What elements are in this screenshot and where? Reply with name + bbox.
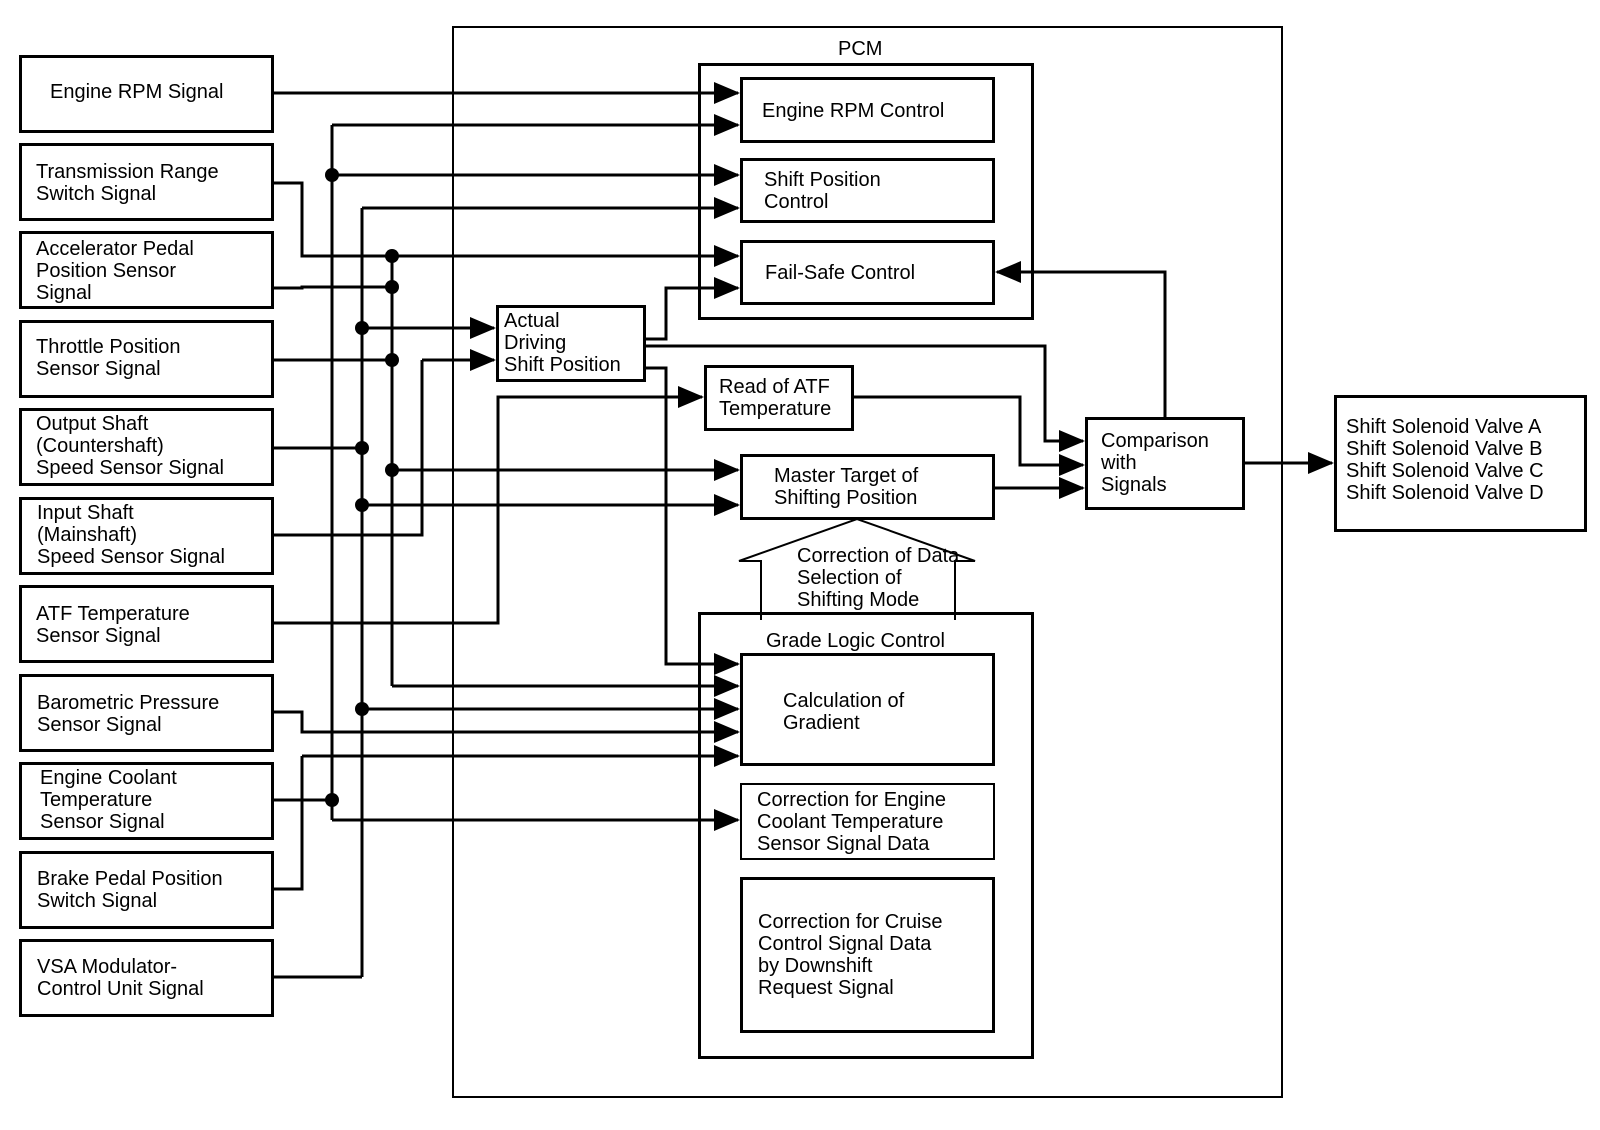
shift-solenoid-valves-block: Shift Solenoid Valve A Shift Solenoid Va… (1334, 395, 1587, 532)
input-vsa-modulator-control-unit-signal: VSA Modulator- Control Unit Signal (19, 939, 274, 1017)
input-throttle-position-sensor-signal: Throttle Position Sensor Signal (19, 320, 274, 398)
engine-rpm-control-block: Engine RPM Control (740, 77, 995, 143)
calculation-of-gradient-block: Calculation of Gradient (740, 653, 995, 766)
input-input-shaft-speed-sensor-signal: Input Shaft (Mainshaft) Speed Sensor Sig… (19, 497, 274, 575)
master-target-of-shifting-position-block: Master Target of Shifting Position (740, 454, 995, 520)
pcm-title: PCM (838, 38, 883, 60)
read-of-atf-temperature-block: Read of ATF Temperature (704, 365, 854, 431)
control-group-frame (698, 63, 1034, 320)
junction-dot (385, 353, 399, 367)
junction-dot (355, 321, 369, 335)
input-accelerator-pedal-position-sensor-signal: Accelerator Pedal Position Sensor Signal (19, 231, 274, 309)
wire-actual-to-compare (646, 344, 1085, 452)
actual-driving-shift-position-block: Actual Driving Shift Position (496, 305, 646, 382)
correction-arrow-label: Correction of Data Selection of Shifting… (797, 545, 960, 611)
junction-dot (355, 441, 369, 455)
wire-atf-temp (274, 386, 704, 625)
wire-atf-to-compare (854, 395, 1085, 476)
junction-dot (325, 793, 339, 807)
junction-dot (355, 498, 369, 512)
wire-accel-pedal (274, 285, 392, 290)
junction-dot (355, 702, 369, 716)
grade-logic-control-frame (698, 612, 1034, 1059)
junction-dot (385, 249, 399, 263)
input-atf-temperature-sensor-signal: ATF Temperature Sensor Signal (19, 585, 274, 663)
wire-actual-to-failsafe (646, 277, 740, 341)
fail-safe-control-block: Fail-Safe Control (740, 240, 995, 305)
wire-input-shaft (274, 360, 424, 537)
wire-actual-to-gradient (646, 366, 740, 675)
junction-dot (385, 463, 399, 477)
comparison-with-signals-block: Comparison with Signals (1085, 417, 1245, 510)
correction-engine-coolant-block: Correction for Engine Coolant Temperatur… (740, 783, 995, 860)
input-output-shaft-speed-sensor-signal: Output Shaft (Countershaft) Speed Sensor… (19, 408, 274, 486)
grade-logic-control-title: Grade Logic Control (766, 630, 945, 652)
input-barometric-pressure-sensor-signal: Barometric Pressure Sensor Signal (19, 674, 274, 752)
pcm-frame (452, 26, 1283, 1098)
wire-compare-to-failsafe (995, 261, 1167, 417)
input-engine-coolant-temperature-sensor-signal: Engine Coolant Temperature Sensor Signal (19, 762, 274, 840)
junction-dot (325, 168, 339, 182)
wire-barometric (274, 710, 740, 743)
correction-cruise-control-block: Correction for Cruise Control Signal Dat… (740, 877, 995, 1033)
wire-trans-range (274, 181, 740, 267)
input-transmission-range-switch-signal: Transmission Range Switch Signal (19, 143, 274, 221)
input-engine-rpm-signal: Engine RPM Signal (19, 55, 274, 133)
input-brake-pedal-position-switch-signal: Brake Pedal Position Switch Signal (19, 851, 274, 929)
wire-brake (274, 756, 304, 891)
shift-position-control-block: Shift Position Control (740, 158, 995, 223)
junction-dot (385, 280, 399, 294)
